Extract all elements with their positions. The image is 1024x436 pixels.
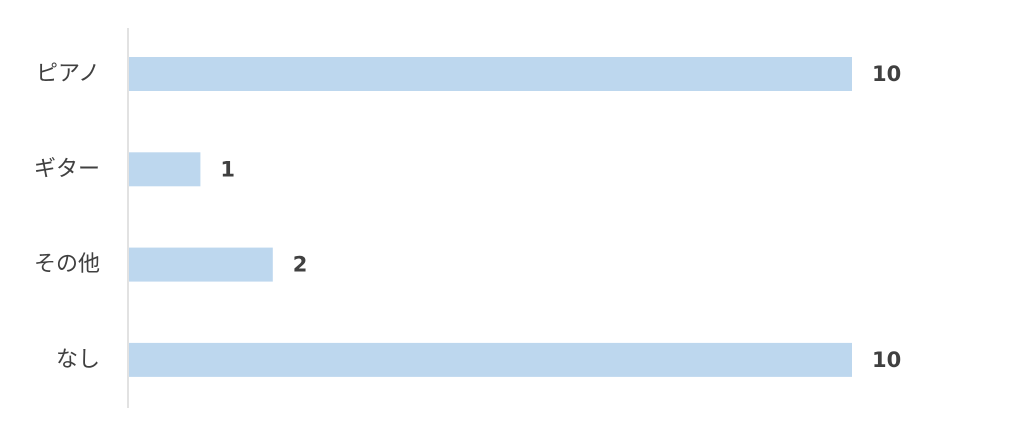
- bar-3: [129, 342, 852, 377]
- bar-2: [129, 247, 273, 282]
- bar-0: [129, 57, 852, 91]
- category-label-1: ギター: [34, 157, 100, 182]
- data-labels-group: 10 1 2 10: [220, 62, 901, 372]
- bar-1: [129, 152, 201, 187]
- category-label-2: その他: [34, 252, 100, 277]
- data-label-1: 1: [220, 157, 235, 181]
- category-label-0: ピアノ: [36, 62, 100, 87]
- category-label-3: なし: [56, 347, 100, 372]
- data-label-0: 10: [872, 62, 901, 86]
- data-label-2: 2: [293, 253, 308, 277]
- bars-group: [129, 57, 852, 377]
- data-label-3: 10: [872, 348, 901, 372]
